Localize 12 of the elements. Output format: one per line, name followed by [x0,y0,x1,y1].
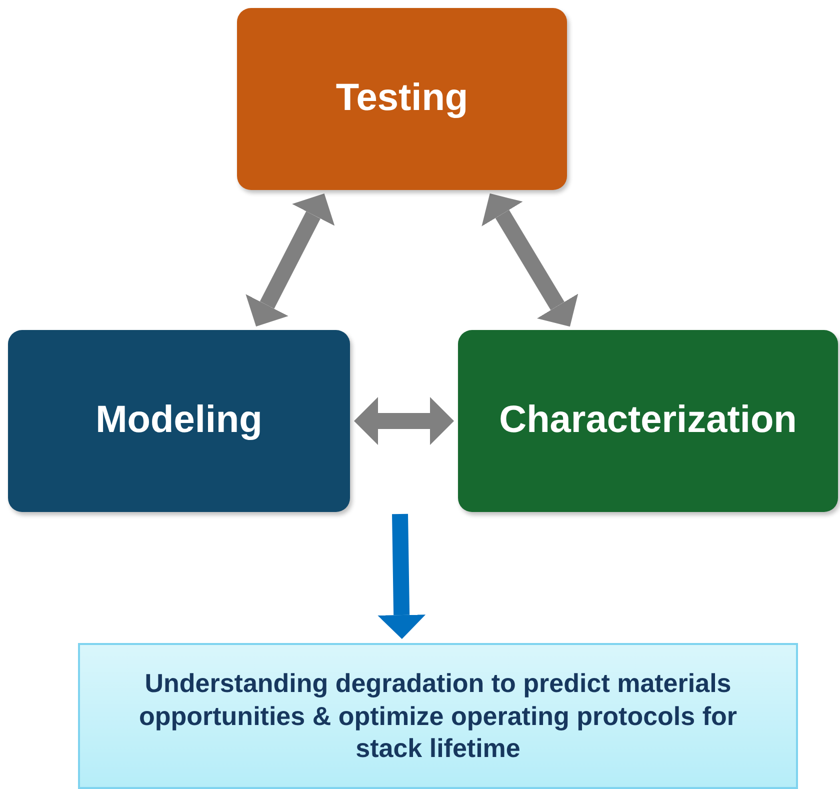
box-label: Understanding degradation to predict materials opportunities & optimize operating protocols for stack lifetime [138,667,738,765]
process-box [458,330,838,512]
arrow [378,514,426,639]
process-box [237,8,567,190]
arrow [246,194,335,326]
box-label: Characterization [499,398,797,444]
arrow [354,397,454,445]
box-label: Modeling [96,398,262,444]
process-box [8,330,350,512]
arrow [482,193,578,327]
box-label: Testing [336,76,468,122]
conclusion-box [78,643,798,789]
